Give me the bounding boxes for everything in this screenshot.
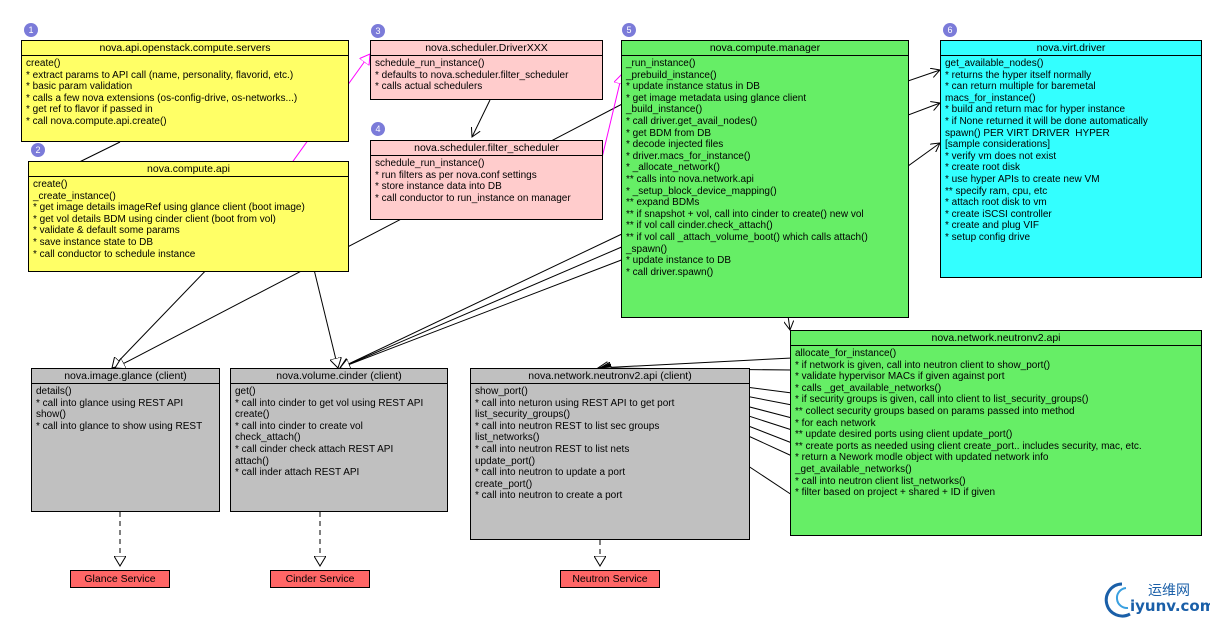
- box-scheduler-driverxxx: nova.scheduler.DriverXXX schedule_run_in…: [370, 40, 603, 100]
- box-nova-api-servers: nova.api.openstack.compute.servers creat…: [21, 40, 349, 142]
- box-body: schedule_run_instance() * run filters as…: [375, 158, 571, 204]
- step-badge-1: 1: [24, 23, 38, 37]
- box-nova-compute-api: nova.compute.api create() _create_instan…: [28, 161, 349, 272]
- box-nova-compute-manager: nova.compute.manager _run_instance() _pr…: [621, 40, 909, 318]
- step-badge-6: 6: [943, 23, 957, 37]
- watermark-text-en: iyunv.com: [1130, 597, 1210, 615]
- box-body: get() * call into cinder to get vol usin…: [235, 386, 424, 479]
- edge-driver-filter: [472, 99, 491, 137]
- box-body: allocate_for_instance() * if network is …: [795, 348, 1142, 499]
- box-body: details() * call into glance using REST …: [36, 386, 203, 432]
- box-body: get_available_nodes() * returns the hype…: [945, 58, 1148, 243]
- box-title: nova.api.openstack.compute.servers: [22, 41, 348, 56]
- box-nova-virt-driver: nova.virt.driver get_available_nodes() *…: [940, 40, 1202, 278]
- box-body: create() * extract params to API call (n…: [26, 58, 298, 127]
- box-body: schedule_run_instance() * defaults to no…: [375, 58, 569, 93]
- edge-manager-cinder-2: [340, 245, 625, 368]
- box-title: nova.volume.cinder (client): [231, 369, 447, 384]
- box-nova-volume-cinder-client: nova.volume.cinder (client) get() * call…: [230, 368, 448, 512]
- box-neutronv2-client: nova.network.neutronv2.api (client) show…: [470, 368, 750, 540]
- watermark-text-cn: 运维网: [1148, 583, 1190, 599]
- edge-manager-cinder-3: [340, 258, 625, 368]
- edge-manager-cinder-1: [340, 232, 625, 368]
- box-title: nova.network.neutronv2.api (client): [471, 369, 749, 384]
- step-badge-5: 5: [622, 23, 636, 37]
- box-title: nova.compute.manager: [622, 41, 908, 56]
- box-title: nova.virt.driver: [941, 41, 1201, 56]
- step-badge-2: 2: [31, 143, 45, 157]
- cinder-service: Cinder Service: [270, 570, 370, 588]
- box-nova-image-glance-client: nova.image.glance (client) details() * c…: [31, 368, 220, 512]
- box-title: nova.image.glance (client): [32, 369, 219, 384]
- box-body: create() _create_instance() * get image …: [33, 179, 305, 260]
- box-scheduler-filter: nova.scheduler.filter_scheduler schedule…: [370, 140, 603, 220]
- box-title: nova.network.neutronv2.api: [791, 331, 1201, 346]
- box-title: nova.compute.api: [29, 162, 348, 177]
- box-body: show_port() * call into neturon using RE…: [475, 386, 675, 502]
- watermark-logo-icon: [1104, 582, 1131, 618]
- box-title: nova.scheduler.DriverXXX: [371, 41, 602, 56]
- glance-service: Glance Service: [70, 570, 170, 588]
- neutron-service: Neutron Service: [560, 570, 660, 588]
- step-badge-3: 3: [371, 24, 385, 38]
- step-badge-4: 4: [371, 122, 385, 136]
- box-nova-network-neutronv2-api: nova.network.neutronv2.api allocate_for_…: [790, 330, 1202, 536]
- box-title: nova.scheduler.filter_scheduler: [371, 141, 602, 156]
- box-body: _run_instance() _prebuild_instance() * u…: [626, 58, 868, 278]
- edge-nv2-client-1: [598, 357, 793, 368]
